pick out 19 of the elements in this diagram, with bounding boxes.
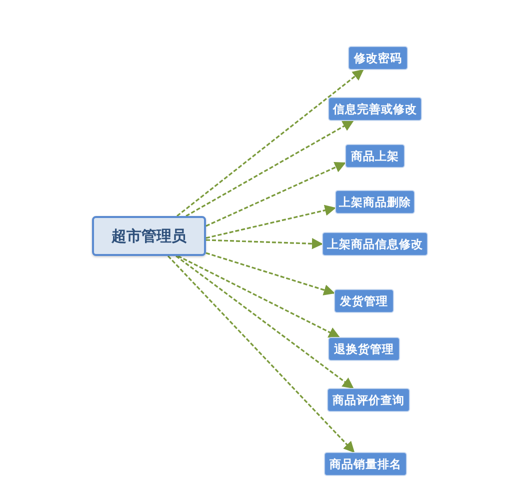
subtopic-box: 退换货管理 xyxy=(328,337,400,361)
subtopic-box: 修改密码 xyxy=(348,46,408,70)
subtopic-box: 商品评价查询 xyxy=(327,388,410,412)
dashed-arrow xyxy=(206,204,336,239)
dashed-arrow xyxy=(186,120,354,217)
subtopic-box: 商品上架 xyxy=(345,144,405,168)
subtopic-box: 上架商品信息修改 xyxy=(322,232,428,256)
subtopic-box: 发货管理 xyxy=(334,289,394,313)
dashed-arrow xyxy=(206,238,324,250)
dashed-arrow xyxy=(178,255,340,338)
dashed-arrow xyxy=(176,69,364,217)
root-topic-box: 超市管理员 xyxy=(92,216,206,256)
dashed-arrow xyxy=(176,255,354,389)
dashed-arrow xyxy=(206,162,346,227)
dashed-arrow xyxy=(206,252,336,296)
subtopic-box: 商品销量排名 xyxy=(324,452,407,476)
subtopic-box: 信息完善或修改 xyxy=(328,97,422,121)
dashed-arrow xyxy=(167,255,355,453)
subtopic-box: 上架商品删除 xyxy=(335,190,415,214)
